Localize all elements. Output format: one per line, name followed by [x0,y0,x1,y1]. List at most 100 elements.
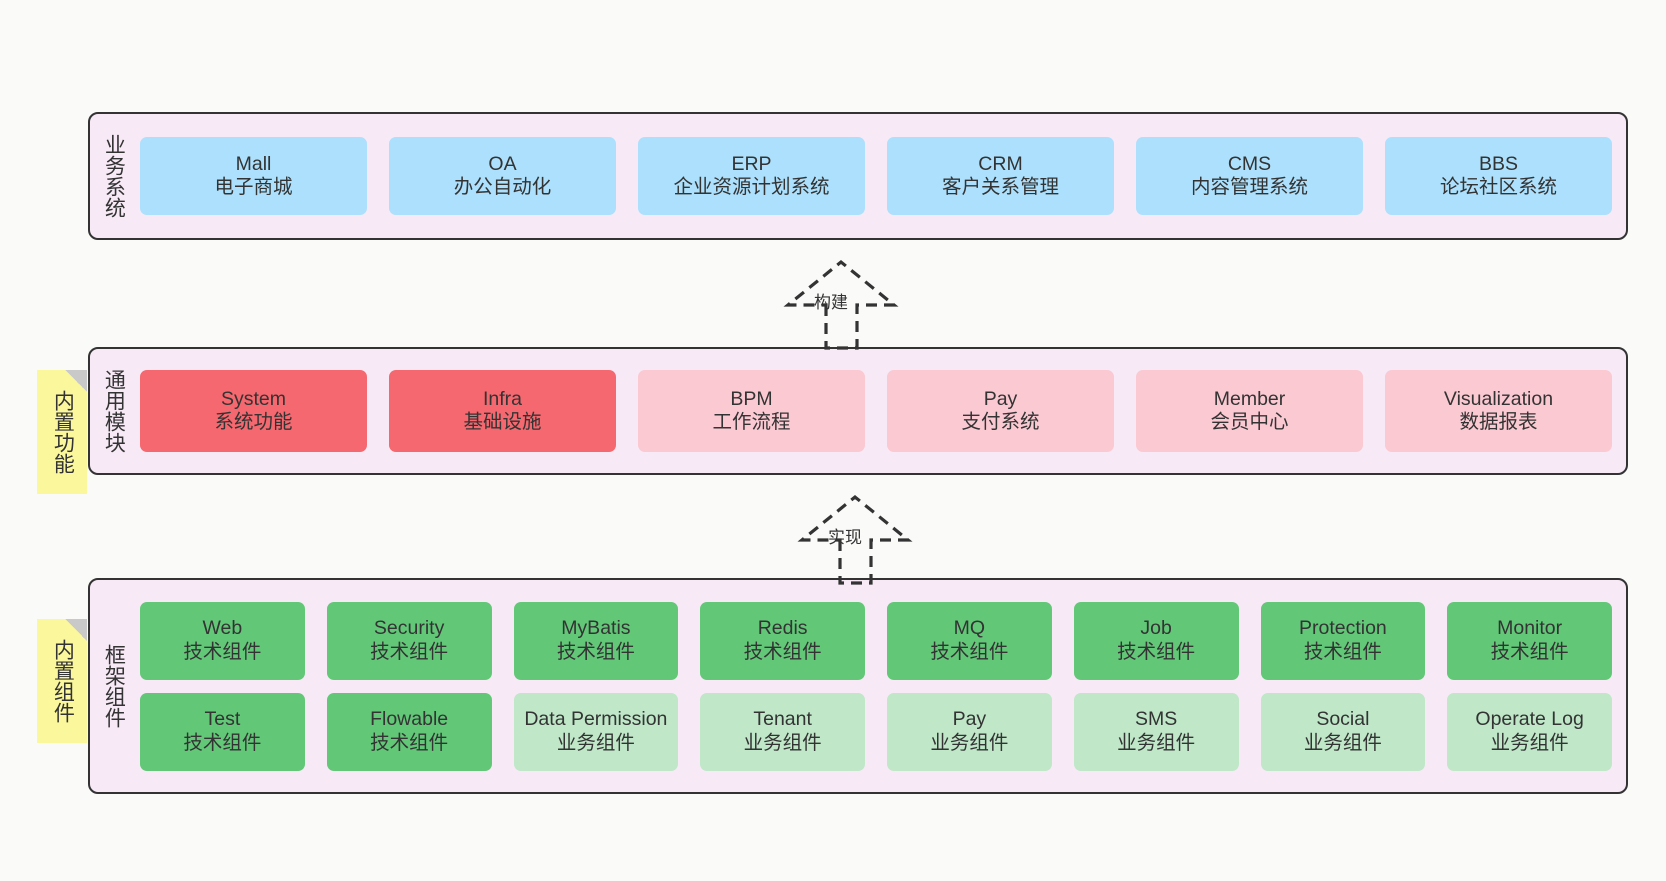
box-sms[interactable]: SMS 业务组件 [1073,692,1239,771]
box-bbs-sub: 论坛社区系统 [1439,176,1557,198]
box-mall-sub: 电子商城 [214,176,293,198]
connector-build: 构建 [752,252,932,352]
box-protection-name: Protection [1298,617,1387,640]
box-oa[interactable]: OA 办公自动化 [389,137,616,215]
box-cms-name: CMS [1227,152,1272,175]
box-data-permission-name: Data Permission [524,708,668,731]
layer-body-common-module: System 系统功能 Infra 基础设施 BPM 工作流程 Pay 支付系统… [136,349,1626,473]
box-protection[interactable]: Protection 技术组件 [1260,601,1426,680]
layer-title-business-system: 业务系统 [102,134,126,218]
box-mybatis-name: MyBatis [561,617,631,640]
box-operate-log-name: Operate Log [1475,708,1584,731]
connector-build-arrow-icon [783,259,899,350]
row-business-systems: Mall 电子商城 OA 办公自动化 ERP 企业资源计划系统 CRM 客户关系… [140,137,1612,215]
box-operate-log[interactable]: Operate Log 业务组件 [1447,692,1612,771]
box-monitor-sub: 技术组件 [1490,640,1569,663]
layer-common-module: 通用模块 System 系统功能 Infra 基础设施 BPM 工作流程 Pay… [88,347,1628,475]
box-mybatis-sub: 技术组件 [556,640,635,663]
box-test[interactable]: Test 技术组件 [140,692,305,771]
box-member[interactable]: Member 会员中心 [1136,370,1363,452]
box-test-sub: 技术组件 [183,731,262,754]
box-mybatis[interactable]: MyBatis 技术组件 [513,601,679,680]
box-pay-module[interactable]: Pay 支付系统 [887,370,1114,452]
layer-title-common-module: 通用模块 [102,369,126,453]
box-mq-name: MQ [953,617,986,640]
box-tenant-name: Tenant [753,708,812,731]
box-security-name: Security [373,617,445,640]
sticky-note-builtin-features: 内置功能 [37,370,87,494]
box-mq-sub: 技术组件 [930,640,1009,663]
box-security[interactable]: Security 技术组件 [326,601,492,680]
box-erp[interactable]: ERP 企业资源计划系统 [638,137,865,215]
box-member-name: Member [1213,387,1286,410]
connector-implement-arrow-icon [797,494,913,585]
connector-implement: 实现 [766,487,946,587]
box-member-sub: 会员中心 [1210,411,1289,433]
box-pay-component-name: Pay [952,708,987,731]
box-system-sub: 系统功能 [214,411,293,433]
box-web[interactable]: Web 技术组件 [140,601,305,680]
box-social-sub: 业务组件 [1303,731,1382,754]
box-visualization-name: Visualization [1443,387,1554,410]
box-operate-log-sub: 业务组件 [1490,731,1569,754]
box-redis[interactable]: Redis 技术组件 [700,601,865,680]
box-crm-sub: 客户关系管理 [941,176,1059,198]
box-redis-name: Redis [757,617,808,640]
box-tenant-sub: 业务组件 [743,731,822,754]
layer-framework-component: 框架组件 Web 技术组件 Security 技术组件 MyBatis 技术组件… [88,578,1628,794]
box-bpm[interactable]: BPM 工作流程 [638,370,865,452]
box-job-sub: 技术组件 [1117,640,1196,663]
box-system[interactable]: System 系统功能 [140,370,367,452]
box-redis-sub: 技术组件 [743,640,822,663]
box-pay-component-sub: 业务组件 [930,731,1009,754]
sticky-note-builtin-features-text: 内置功能 [51,390,75,474]
box-crm-name: CRM [978,152,1023,175]
box-web-name: Web [202,617,243,640]
box-flowable-sub: 技术组件 [370,731,449,754]
box-mall-name: Mall [235,152,272,175]
box-test-name: Test [204,708,241,731]
box-cms[interactable]: CMS 内容管理系统 [1136,137,1363,215]
box-pay-component[interactable]: Pay 业务组件 [887,692,1052,771]
box-data-permission-sub: 业务组件 [556,731,635,754]
box-web-sub: 技术组件 [183,640,262,663]
box-bbs-name: BBS [1478,152,1519,175]
box-system-name: System [220,387,286,410]
box-pay-module-name: Pay [983,387,1018,410]
row-business-components: Test 技术组件 Flowable 技术组件 Data Permission … [140,692,1612,771]
box-social-name: Social [1316,708,1370,731]
box-visualization-sub: 数据报表 [1459,411,1538,433]
box-social[interactable]: Social 业务组件 [1260,692,1426,771]
box-security-sub: 技术组件 [370,640,449,663]
box-mq[interactable]: MQ 技术组件 [887,601,1052,680]
sticky-note-builtin-components-text: 内置组件 [51,639,75,723]
connector-implement-label: 实现 [828,528,862,547]
box-flowable[interactable]: Flowable 技术组件 [326,692,492,771]
box-monitor-name: Monitor [1497,617,1563,640]
box-crm[interactable]: CRM 客户关系管理 [887,137,1114,215]
layer-body-framework-component: Web 技术组件 Security 技术组件 MyBatis 技术组件 Redi… [136,580,1626,792]
layer-body-business-system: Mall 电子商城 OA 办公自动化 ERP 企业资源计划系统 CRM 客户关系… [136,114,1626,238]
box-infra[interactable]: Infra 基础设施 [389,370,616,452]
sticky-note-builtin-components: 内置组件 [37,619,87,743]
box-flowable-name: Flowable [370,708,449,731]
box-monitor[interactable]: Monitor 技术组件 [1447,601,1612,680]
connector-build-label: 构建 [814,293,848,312]
box-infra-sub: 基础设施 [463,411,542,433]
box-job[interactable]: Job 技术组件 [1073,601,1239,680]
layer-business-system: 业务系统 Mall 电子商城 OA 办公自动化 ERP 企业资源计划系统 CRM… [88,112,1628,240]
sticky-fold-corner-icon-2 [65,619,87,641]
box-data-permission[interactable]: Data Permission 业务组件 [513,692,679,771]
box-erp-name: ERP [731,152,772,175]
box-sms-name: SMS [1134,708,1178,731]
box-bpm-name: BPM [730,387,773,410]
box-tenant[interactable]: Tenant 业务组件 [700,692,865,771]
box-visualization[interactable]: Visualization 数据报表 [1385,370,1612,452]
box-bbs[interactable]: BBS 论坛社区系统 [1385,137,1612,215]
row-common-modules: System 系统功能 Infra 基础设施 BPM 工作流程 Pay 支付系统… [140,370,1612,452]
layer-title-framework-component: 框架组件 [102,644,126,728]
box-erp-sub: 企业资源计划系统 [673,176,830,198]
sticky-fold-corner-icon [65,370,87,392]
box-mall[interactable]: Mall 电子商城 [140,137,367,215]
